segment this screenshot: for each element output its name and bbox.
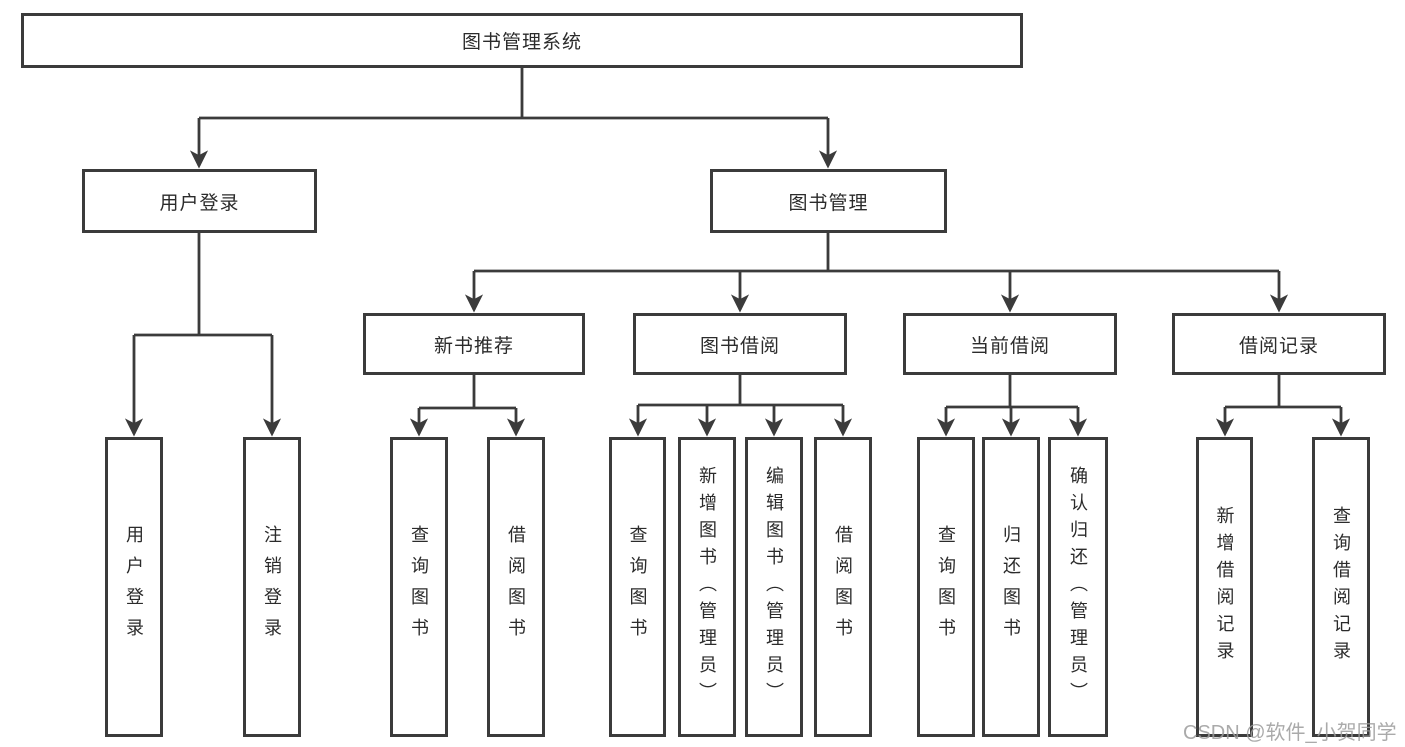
leaf-confirm-return-admin: 确认归还（管理员） (1048, 437, 1108, 737)
leaf-borrow-books-1-label: 借阅图书 (506, 525, 526, 649)
node-root-label: 图书管理系统 (461, 32, 582, 53)
leaf-add-books-admin: 新增图书（管理员） (678, 437, 736, 737)
node-user-login-label: 用户登录 (159, 192, 240, 214)
node-current-borrow-label: 当前借阅 (969, 335, 1050, 357)
leaf-add-books-admin-label: 新增图书（管理员） (697, 465, 717, 709)
leaf-query-books-1: 查询图书 (390, 437, 448, 737)
node-new-book-recommend-label: 新书推荐 (433, 335, 514, 357)
leaf-add-borrow-record-label: 新增借阅记录 (1214, 506, 1235, 668)
node-new-book-recommend: 新书推荐 (363, 313, 585, 375)
watermark: CSDN @软件_小贺同学 (1183, 722, 1397, 744)
leaf-query-books-2: 查询图书 (609, 437, 666, 737)
node-book-borrow: 图书借阅 (633, 313, 847, 375)
leaf-borrow-books-1: 借阅图书 (487, 437, 545, 737)
leaf-return-books-label: 归还图书 (1001, 525, 1021, 649)
leaf-edit-books-admin-label: 编辑图书（管理员） (764, 465, 784, 709)
node-user-login: 用户登录 (82, 169, 317, 233)
leaf-query-books-3-label: 查询图书 (936, 525, 956, 649)
node-book-management: 图书管理 (710, 169, 947, 233)
leaf-borrow-books-2: 借阅图书 (814, 437, 872, 737)
node-borrow-records-label: 借阅记录 (1238, 335, 1319, 357)
leaf-query-books-3: 查询图书 (917, 437, 975, 737)
leaf-confirm-return-admin-label: 确认归还（管理员） (1068, 465, 1088, 709)
leaf-query-books-2-label: 查询图书 (627, 525, 648, 649)
leaf-query-books-1-label: 查询图书 (409, 525, 429, 649)
leaf-query-borrow-record: 查询借阅记录 (1312, 437, 1370, 737)
leaf-borrow-books-2-label: 借阅图书 (833, 525, 853, 649)
leaf-user-login-label: 用户登录 (124, 525, 144, 649)
node-root: 图书管理系统 (21, 13, 1023, 68)
leaf-add-borrow-record: 新增借阅记录 (1196, 437, 1253, 737)
leaf-query-borrow-record-label: 查询借阅记录 (1331, 506, 1351, 668)
node-book-borrow-label: 图书借阅 (699, 335, 780, 357)
leaf-logout-label: 注销登录 (262, 525, 282, 649)
leaf-return-books: 归还图书 (982, 437, 1040, 737)
leaf-edit-books-admin: 编辑图书（管理员） (745, 437, 803, 737)
node-borrow-records: 借阅记录 (1172, 313, 1386, 375)
leaf-user-login: 用户登录 (105, 437, 163, 737)
node-current-borrow: 当前借阅 (903, 313, 1117, 375)
leaf-logout: 注销登录 (243, 437, 301, 737)
node-book-management-label: 图书管理 (788, 192, 869, 214)
